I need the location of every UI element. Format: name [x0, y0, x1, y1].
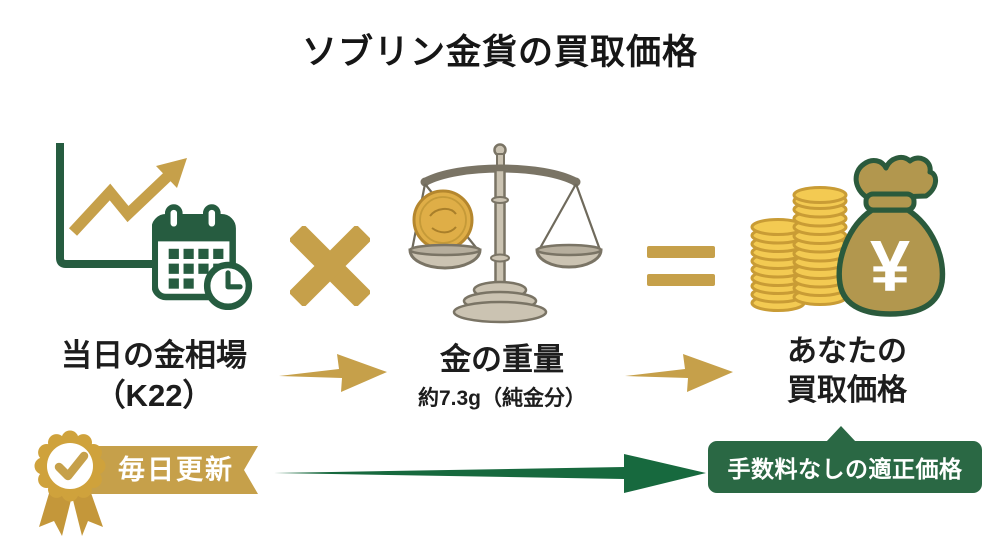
coin-inner-ring [419, 196, 467, 244]
step3-line1: あなたの [787, 335, 907, 368]
step2-line1: 金の重量 [440, 342, 564, 377]
bag-body [836, 207, 946, 317]
badge-label: 毎日更新 [118, 454, 234, 485]
clock-hands [225, 270, 243, 290]
base-tier [452, 300, 548, 324]
balance-scale-icon [408, 143, 603, 324]
step-label-your-price: あなたの 買取価格 [728, 332, 966, 410]
calendar-ring [164, 204, 183, 233]
calendar-clock-icon [152, 204, 253, 310]
beam-end [420, 177, 430, 187]
calendar-ring [203, 204, 221, 233]
check-icon [54, 451, 89, 481]
callout-label: 手数料なしの適正価格 [727, 456, 963, 482]
step-label-gold-rate: 当日の金相場 （K22） [18, 336, 290, 415]
callout-pointer [826, 426, 856, 442]
ribbon-tail [72, 490, 103, 536]
step2-line2: 約7.3g（純金分） [417, 386, 587, 410]
scale-pillar [494, 168, 506, 290]
trend-arrowhead [156, 158, 187, 188]
bag-pleats [853, 155, 938, 201]
left-pan-rim [408, 243, 482, 257]
trend-line [68, 173, 171, 236]
bag-tie [863, 191, 917, 213]
yen-symbol: ¥ [870, 227, 910, 307]
ribbon-tail [39, 490, 72, 536]
step3-line2: 買取価格 [787, 374, 907, 407]
rosette-center [47, 443, 93, 489]
step-label-gold-weight: 金の重量 約7.3g（純金分） [388, 340, 616, 413]
long-green-arrow-icon [274, 454, 706, 493]
sovereign-coin [412, 189, 474, 251]
line-chart-icon [56, 143, 187, 268]
ribbon-banner [88, 446, 258, 494]
right-pan-rim [535, 243, 603, 257]
coins-moneybag-icon: ¥ [750, 155, 946, 317]
scale-beam [421, 164, 580, 186]
page-title: ソブリン金貨の買取価格 [301, 33, 698, 72]
multiply-icon [290, 226, 370, 306]
beam-end [571, 177, 581, 187]
pillar-ring [491, 196, 509, 204]
coin-engraving [429, 208, 457, 234]
money-bag: ¥ [836, 155, 946, 317]
step1-line1: 当日の金相場 [61, 338, 247, 373]
gold-arrow-right-icon [279, 354, 387, 392]
equals-icon [647, 246, 715, 286]
gold-arrow-right-icon [625, 354, 733, 392]
award-badge-icon: 毎日更新 [34, 430, 258, 536]
step1-line2: （K22） [94, 377, 214, 413]
chart-axes [56, 143, 154, 268]
fair-price-callout: 手数料なしの適正価格 [708, 426, 982, 493]
pillar-ring [490, 253, 510, 263]
